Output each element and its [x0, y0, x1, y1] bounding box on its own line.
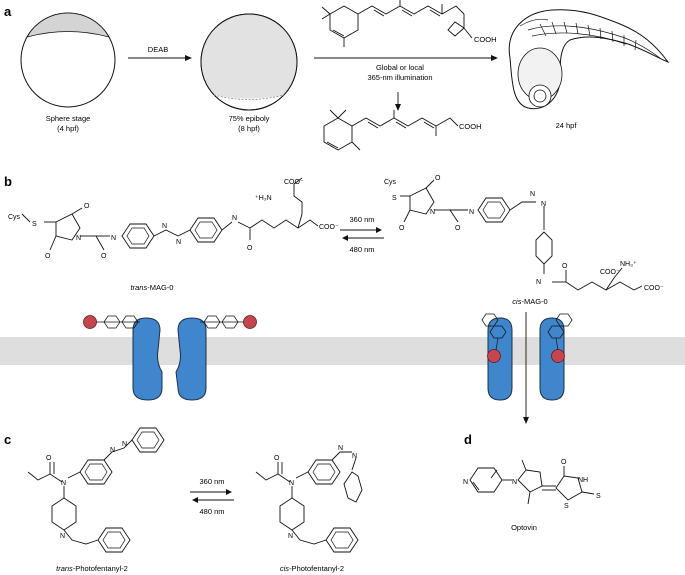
panel-c-forward-wavelength: 360 nm — [199, 477, 224, 486]
ion-flow-arrow — [523, 312, 529, 424]
trans-pf-n1-label: N — [61, 480, 66, 487]
cis-o2-label: O — [399, 225, 405, 232]
panel-b-reverse-wavelength: 480 nm — [349, 245, 374, 254]
product-cooh-label: COOH — [459, 122, 482, 131]
cis-amide-o: O — [562, 263, 568, 270]
trans-o1-label: O — [84, 203, 90, 210]
trans-o3-label: O — [101, 253, 107, 260]
epiboly-label: 75% epiboly — [229, 114, 270, 123]
optovin-o-label: O — [561, 459, 567, 466]
trans-pf-azo-n2: N — [122, 441, 127, 448]
cis-pf-o-label: O — [274, 455, 280, 462]
cis-mag0-name: cis-MAG-0 — [512, 297, 547, 306]
panel-a-label: a — [4, 4, 12, 19]
panel-c-reverse-wavelength: 480 nm — [199, 507, 224, 516]
panel-d-label: d — [464, 432, 472, 447]
cis-coo-top: COO⁻ — [600, 269, 620, 276]
trans-ligand-right — [200, 315, 257, 329]
cis-pf-azo-n2: N — [352, 453, 357, 460]
caged-retinoic-acid-structure — [321, 0, 473, 47]
cis-ligand-left — [481, 313, 507, 363]
cis-photofentanyl-name: cis-Photofentanyl-2 — [280, 564, 344, 573]
panel-c-label: c — [4, 432, 11, 447]
sphere-stage-label: Sphere stage — [46, 114, 91, 123]
panel-b-label: b — [4, 174, 12, 189]
cis-n-label: N — [430, 209, 435, 216]
epiboly-embryo — [200, 13, 298, 111]
epiboly-time: (8 hpf) — [238, 124, 260, 133]
trans-mag0-name: trans-MAG-0 — [131, 283, 174, 292]
cis-o3-label: O — [455, 225, 461, 232]
optovin-nh-label: NH — [578, 477, 588, 484]
channel-closed — [132, 317, 207, 401]
illumination-arrow — [314, 55, 498, 111]
optovin-pyrrole-n: N — [512, 479, 517, 486]
cis-o1-label: O — [435, 175, 441, 182]
illumination-line2: 365-nm illumination — [367, 73, 432, 82]
deab-label: DEAB — [148, 45, 168, 54]
trans-coo-right: COO⁻ — [319, 224, 339, 231]
trans-ligand-left — [83, 315, 140, 329]
trans-amide-o: O — [247, 245, 253, 252]
sphere-stage-embryo — [20, 12, 116, 108]
cis-nh-label: N — [469, 209, 474, 216]
trans-nh-label: N — [111, 235, 116, 242]
optovin-name: Optovin — [511, 523, 537, 532]
optovin-s2-label: S — [596, 493, 601, 500]
trans-photofentanyl-name: trans-Photofentanyl-2 — [56, 564, 128, 573]
trans-pf-n2-label: N — [60, 533, 65, 540]
larva-24hpf — [508, 9, 670, 110]
cis-coo-right: COO⁻ — [644, 285, 664, 292]
trans-nh3-label: ⁺H₃N — [255, 195, 272, 202]
trans-amide-n: N — [232, 215, 237, 222]
cis-mag0-structure — [400, 179, 643, 291]
trans-n-label: N — [76, 235, 81, 242]
trans-azo-n1: N — [162, 223, 167, 230]
trans-azo-n2: N — [176, 239, 181, 246]
cis-ligand-right — [547, 313, 573, 363]
caged-cooh-label: COOH — [474, 35, 497, 44]
cis-photofentanyl-structure — [255, 451, 363, 553]
trans-pf-azo-n1: N — [110, 447, 115, 454]
cis-pf-azo-n1: N — [338, 445, 343, 452]
24hpf-label: 24 hpf — [556, 121, 578, 130]
deab-arrow — [128, 55, 192, 61]
cis-pf-n1-label: N — [289, 480, 294, 487]
cis-azo-n2: N — [541, 201, 546, 208]
cis-s-label: S — [392, 195, 397, 202]
cis-pf-n2-label: N — [288, 533, 293, 540]
sphere-stage-time: (4 hpf) — [57, 124, 79, 133]
panel-b-equilibrium-arrows — [340, 227, 384, 241]
trans-s-label: S — [32, 221, 37, 228]
panel-b-forward-wavelength: 360 nm — [349, 215, 374, 224]
panel-c-equilibrium-arrows — [190, 489, 234, 503]
cis-cys-label: Cys — [384, 179, 397, 186]
cis-amide-nh: N — [536, 279, 541, 286]
trans-o2-label: O — [45, 253, 51, 260]
optovin-pyridine-n: N — [463, 479, 468, 486]
cell-membrane — [0, 337, 685, 365]
trans-coo-top: COO⁻ — [284, 179, 304, 186]
trans-photofentanyl-structure — [27, 427, 165, 553]
optovin-structure — [469, 459, 595, 505]
cis-nh3-label: NH₃⁺ — [620, 261, 637, 268]
retinoic-acid-structure — [323, 109, 459, 151]
trans-cys-label: Cys — [8, 214, 21, 221]
trans-pf-o-label: O — [46, 455, 52, 462]
optovin-s1-label: S — [564, 503, 569, 510]
trans-mag0-structure — [21, 177, 319, 251]
cis-azo-n1: N — [530, 191, 535, 198]
illumination-line1: Global or local — [376, 63, 424, 72]
